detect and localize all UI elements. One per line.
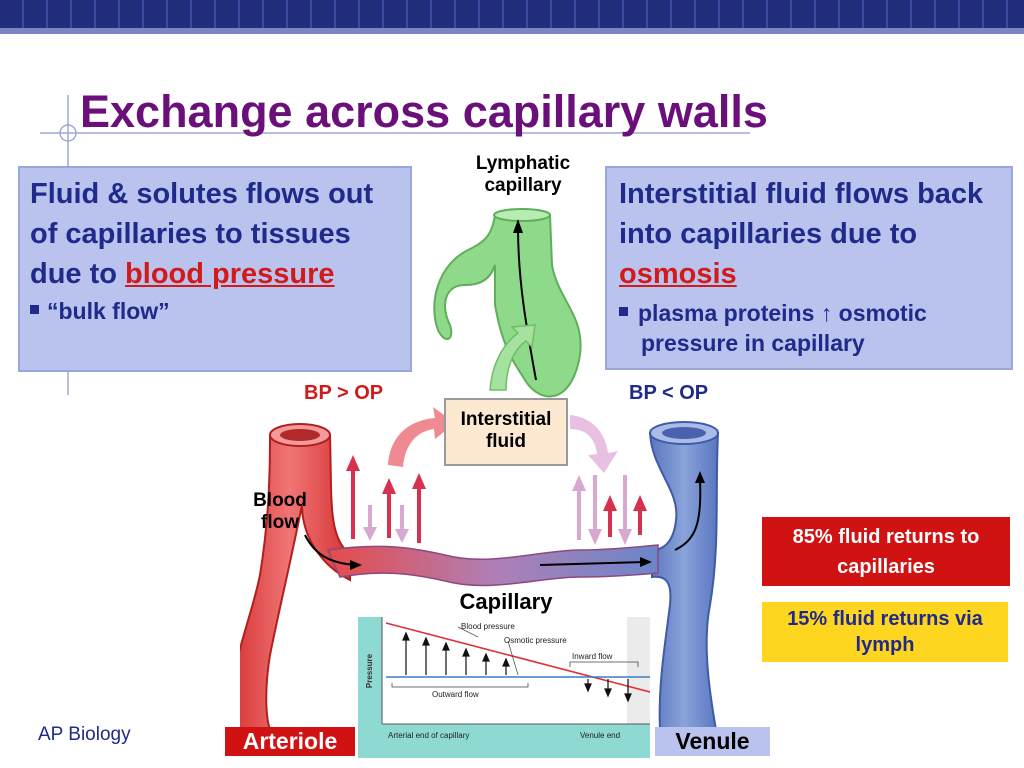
- capillary-diagram: [240, 208, 720, 731]
- inward-flow-arrows-arterial: [363, 505, 409, 543]
- arteriole-label: Arteriole: [225, 727, 355, 756]
- arteriole-vessel: [240, 434, 351, 731]
- bullet-square-icon: [619, 307, 628, 317]
- blood-flow-label: Blood flow: [253, 490, 307, 533]
- fluid-return-lymph-note: 15% fluid returns via lymph: [762, 602, 1008, 662]
- slide-title: Exchange across capillary walls: [80, 86, 768, 137]
- venous-end-arrows: [572, 475, 647, 545]
- graph-venule-end-label: Venule end: [580, 731, 620, 740]
- capillary-label: Capillary: [459, 589, 553, 614]
- bp-less-label: BP < OP: [629, 382, 709, 404]
- pressure-graph: Pressure Blood pressure Osmotic pressure…: [358, 617, 650, 758]
- graph-inward-arrows: [584, 679, 632, 703]
- bulk-flow-bullet: “bulk flow”: [30, 296, 400, 326]
- capillary-flow-arrowhead: [640, 557, 652, 567]
- header-stripe: [0, 0, 1024, 28]
- osmosis-text: Interstitial fluid flows back into capil…: [619, 174, 1001, 294]
- bp-greater-label: BP > OP: [304, 382, 384, 404]
- venule-label: Venule: [655, 727, 770, 756]
- lymphatic-vessel: [433, 214, 582, 398]
- lymph-flow-arrowhead: [513, 219, 523, 233]
- fluid-return-capillaries-note: 85% fluid returns to capillaries: [762, 517, 1010, 586]
- osmosis-highlight: osmosis: [619, 258, 737, 290]
- graph-blood-pressure-label: Blood pressure: [461, 622, 515, 631]
- lymphatic-capillary-label: Lymphatic capillary: [475, 153, 571, 196]
- osmosis-box: Interstitial fluid flows back into capil…: [605, 166, 1013, 370]
- bulk-flow-lead: Fluid & solutes flows out of capillaries…: [30, 178, 374, 290]
- osmosis-bullet-text-a: plasma proteins: [638, 300, 821, 326]
- capillary-tube: [326, 544, 659, 587]
- blood-pressure-line: [385, 622, 650, 693]
- venule-vessel: [648, 432, 720, 731]
- blood-flow-arrowhead: [350, 560, 362, 570]
- graph-inward-flow-label: Inward flow: [572, 652, 613, 661]
- graph-y-label: Pressure: [365, 653, 374, 688]
- graph-arterial-end-label: Arterial end of capillary: [388, 731, 469, 740]
- outward-flow-arrows: [346, 455, 426, 543]
- graph-osmotic-pressure-label: Osmotic pressure: [504, 636, 567, 645]
- osmosis-bullet-text-b: osmotic pressure in capillary: [641, 300, 927, 356]
- osmosis-bullet: plasma proteins ↑ osmotic pressure in ca…: [619, 298, 1001, 358]
- interstitial-fluid-box: Interstitial fluid: [444, 398, 568, 466]
- outflow-curved-arrow: [388, 407, 455, 467]
- lymph-flow-arrow: [517, 226, 537, 381]
- footer-text: AP Biology: [38, 724, 131, 745]
- bullet-square-icon: [30, 305, 39, 315]
- lymphatic-opening: [493, 208, 551, 222]
- osmosis-lead: Interstitial fluid flows back into capil…: [619, 178, 984, 250]
- bulk-flow-box: Fluid & solutes flows out of capillaries…: [18, 166, 412, 372]
- bulk-flow-text: Fluid & solutes flows out of capillaries…: [30, 174, 400, 294]
- header-stripe-lower: [0, 28, 1024, 34]
- inflow-curved-arrow: [570, 415, 618, 473]
- lymph-entry-arrow: [489, 324, 536, 391]
- graph-x-axis-band: [358, 724, 650, 758]
- up-arrow-icon: ↑: [820, 300, 833, 326]
- bulk-flow-bullet-text: “bulk flow”: [47, 298, 170, 324]
- graph-outward-arrows: [402, 631, 510, 675]
- graph-outward-flow-label: Outward flow: [432, 690, 479, 699]
- blood-pressure-highlight: blood pressure: [125, 258, 335, 290]
